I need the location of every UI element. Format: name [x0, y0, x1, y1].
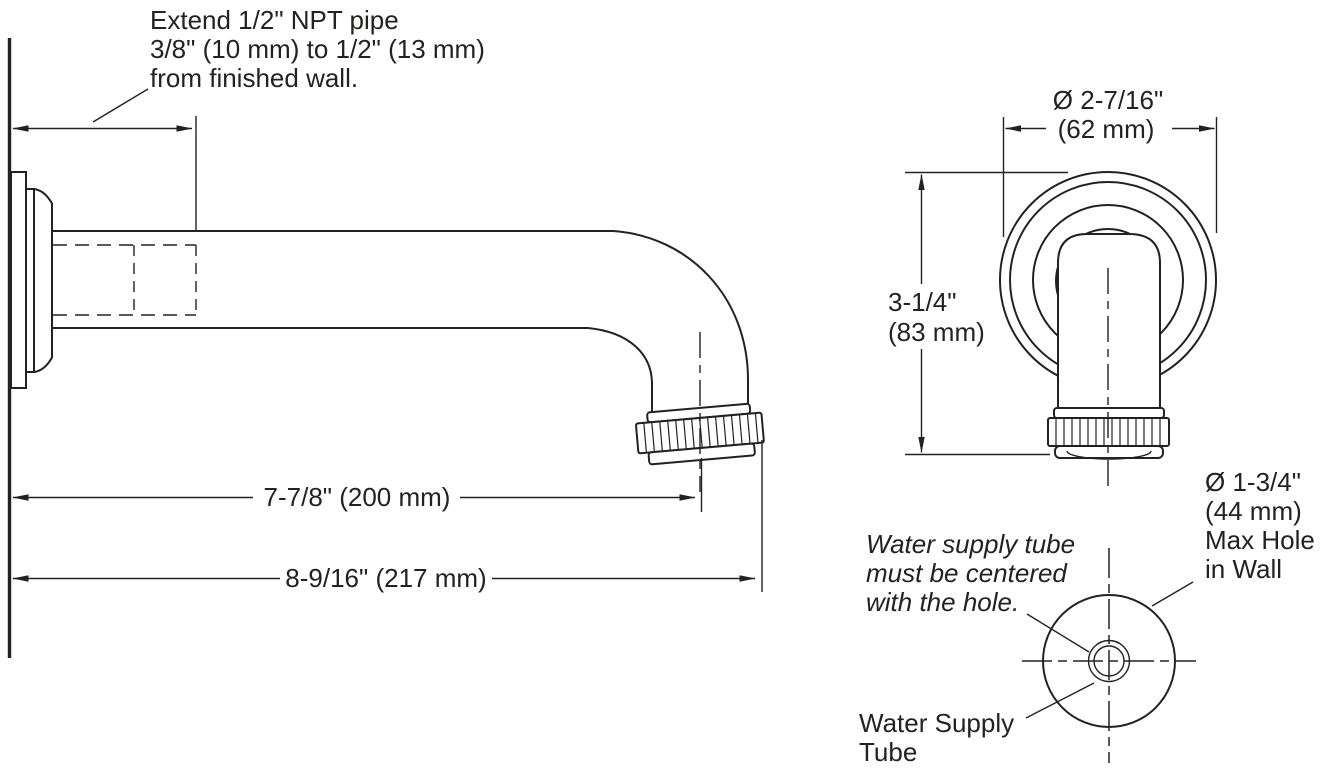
- knurl-hatching-front: [1055, 418, 1161, 446]
- note-centered-line3: with the hole.: [866, 587, 1019, 617]
- spout-body-side: [52, 230, 749, 416]
- leader-supply-tube: [1025, 682, 1095, 719]
- note-extend-line3: from finished wall.: [150, 63, 358, 93]
- hole-dim-line3: Max Hole: [1205, 525, 1315, 555]
- dim-200mm-label: 7-7/8" (200 mm): [264, 482, 451, 512]
- dim-83mm-label-mm: (83 mm): [888, 317, 985, 347]
- escutcheon-side: [10, 171, 53, 389]
- leader-line: [92, 88, 149, 123]
- aerator-opening: [1066, 450, 1152, 460]
- spout-tube-front: [1057, 233, 1161, 412]
- hole-dim-line4: in Wall: [1205, 554, 1282, 584]
- note-centered-line1: Water supply tube: [866, 529, 1075, 559]
- label-water-supply-line2: Tube: [859, 737, 917, 767]
- dim-200mm: [12, 458, 703, 512]
- side-view: Extend 1/2" NPT pipe 3/8" (10 mm) to 1/2…: [7, 5, 765, 658]
- dim-217mm: [12, 440, 763, 592]
- dim-62mm-label-inches: Ø 2-7/16": [1053, 85, 1163, 115]
- hole-view: Ø 1-3/4" (44 mm) Max Hole in Wall Water …: [859, 467, 1315, 767]
- label-water-supply-line1: Water Supply: [859, 708, 1014, 738]
- knurl-hatching-side: [643, 413, 759, 453]
- dim-62mm-label-mm: (62 mm): [1058, 114, 1155, 144]
- leader-max-hole: [1151, 581, 1194, 607]
- leader-centered-note: [1026, 613, 1090, 653]
- hole-dim-line2: (44 mm): [1205, 496, 1302, 526]
- dim-extend-pipe: [12, 88, 197, 232]
- note-extend-line2: 3/8" (10 mm) to 1/2" (13 mm): [150, 34, 485, 64]
- dim-83mm: [905, 171, 1068, 456]
- dim-217mm-label: 8-9/16" (217 mm): [285, 563, 486, 593]
- npt-pipe-hidden-lines: [53, 244, 197, 316]
- hole-dim-line1: Ø 1-3/4": [1205, 467, 1301, 497]
- dim-83mm-label-inches: 3-1/4": [888, 287, 957, 317]
- note-centered-line2: must be centered: [866, 558, 1068, 588]
- note-extend-line1: Extend 1/2" NPT pipe: [150, 5, 399, 35]
- front-view: Ø 2-7/16" (62 mm) 3-1/4" (83 mm): [888, 85, 1218, 492]
- dim-62mm: [1002, 117, 1218, 237]
